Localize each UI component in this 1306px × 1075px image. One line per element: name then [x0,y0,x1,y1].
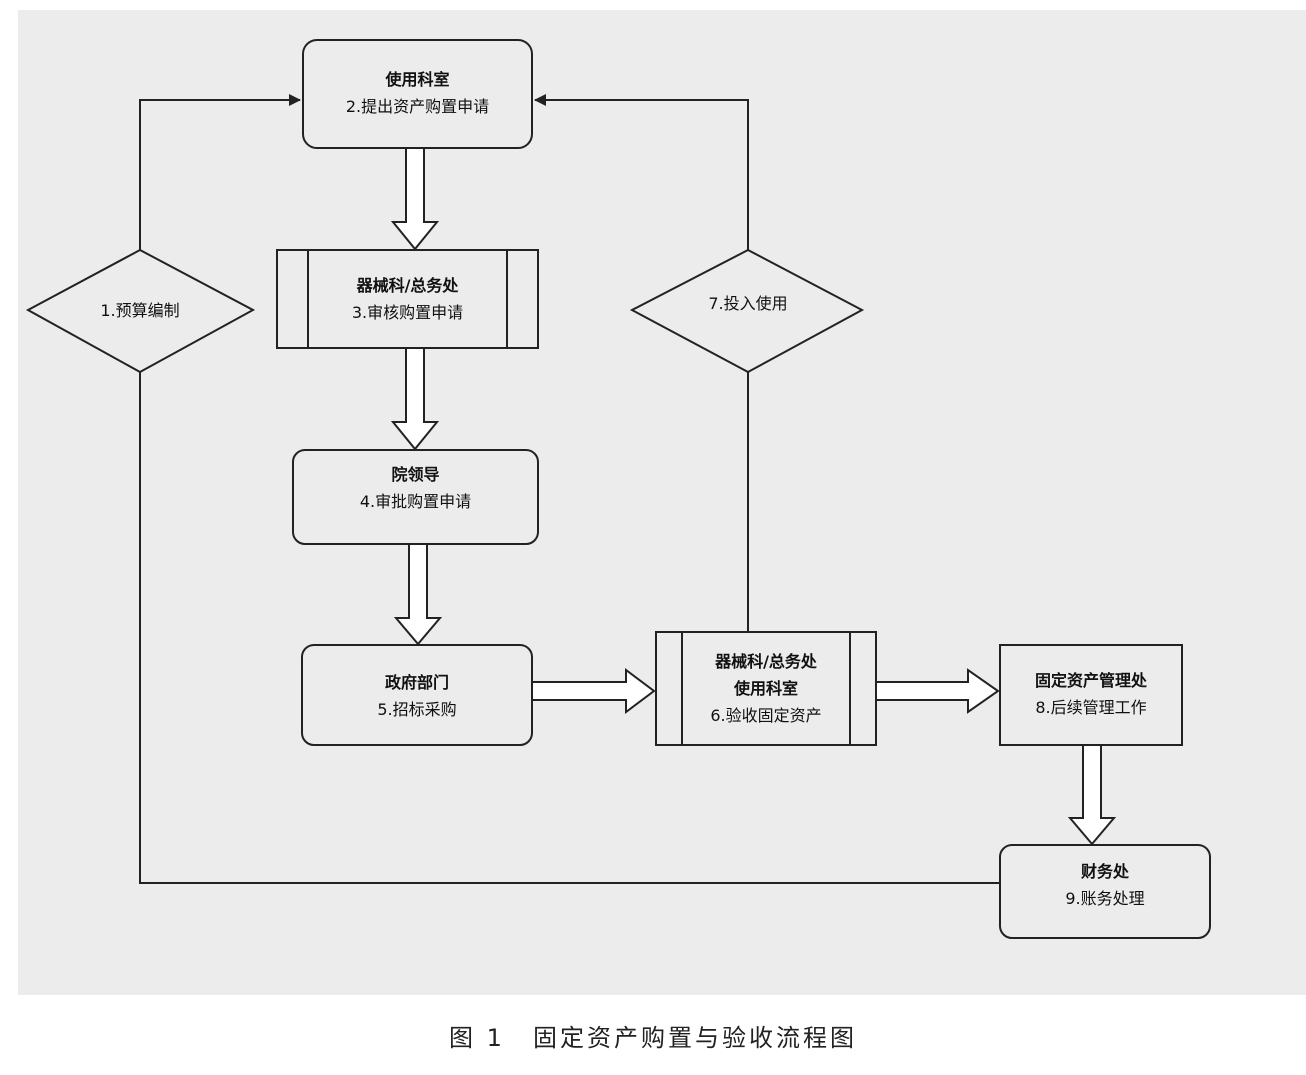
node-2-title: 使用科室 [385,70,450,89]
arrow-3-to-4 [390,347,440,451]
node-8-text: 固定资产管理处 8.后续管理工作 [1000,667,1182,721]
node-6-title-2: 使用科室 [733,679,798,698]
node-9-sub: 9.账务处理 [1065,889,1145,908]
arrow-4-to-5 [393,543,443,646]
line-9-to-1 [139,372,1000,884]
line-7-to-2 [534,94,749,250]
node-2-sub: 2.提出资产购置申请 [345,97,490,116]
decision-1-label: 1.预算编制 [100,301,180,320]
arrow-8-to-9 [1067,744,1117,846]
node-6-title: 器械科/总务处 [715,652,817,671]
node-4-sub: 4.审批购置申请 [359,492,472,511]
node-6-sub: 6.验收固定资产 [710,706,822,725]
caption-number: 图 1 [449,1024,505,1052]
node-8-sub: 8.后续管理工作 [1035,698,1147,717]
node-3-sub: 3.审核购置申请 [351,303,464,322]
node-5-title: 政府部门 [384,673,449,692]
node-5-text: 政府部门 5.招标采购 [302,669,532,723]
arrow-6-to-8 [875,668,1000,714]
line-1-to-2 [139,94,301,250]
arrow-2-to-3 [390,147,440,251]
node-5-sub: 5.招标采购 [377,700,457,719]
figure-caption: 图 1 固定资产购置与验收流程图 [0,1018,1306,1053]
node-6-text: 器械科/总务处 使用科室 6.验收固定资产 [682,648,850,729]
node-9-title: 财务处 [1080,862,1129,881]
decision-7-label: 7.投入使用 [708,294,788,313]
flowchart-svg [25,39,1211,939]
node-8-title: 固定资产管理处 [1034,671,1147,690]
node-3-title: 器械科/总务处 [356,276,459,295]
node-9-box [999,844,1211,939]
node-3-text: 器械科/总务处 3.审核购置申请 [308,272,507,326]
node-9-text: 财务处 9.账务处理 [1000,858,1210,912]
caption-text: 固定资产购置与验收流程图 [532,1024,857,1052]
node-4-text: 院领导 4.审批购置申请 [293,461,538,515]
node-2-text: 使用科室 2.提出资产购置申请 [303,66,532,120]
arrow-5-to-6 [531,668,656,714]
node-4-title: 院领导 [391,465,440,484]
